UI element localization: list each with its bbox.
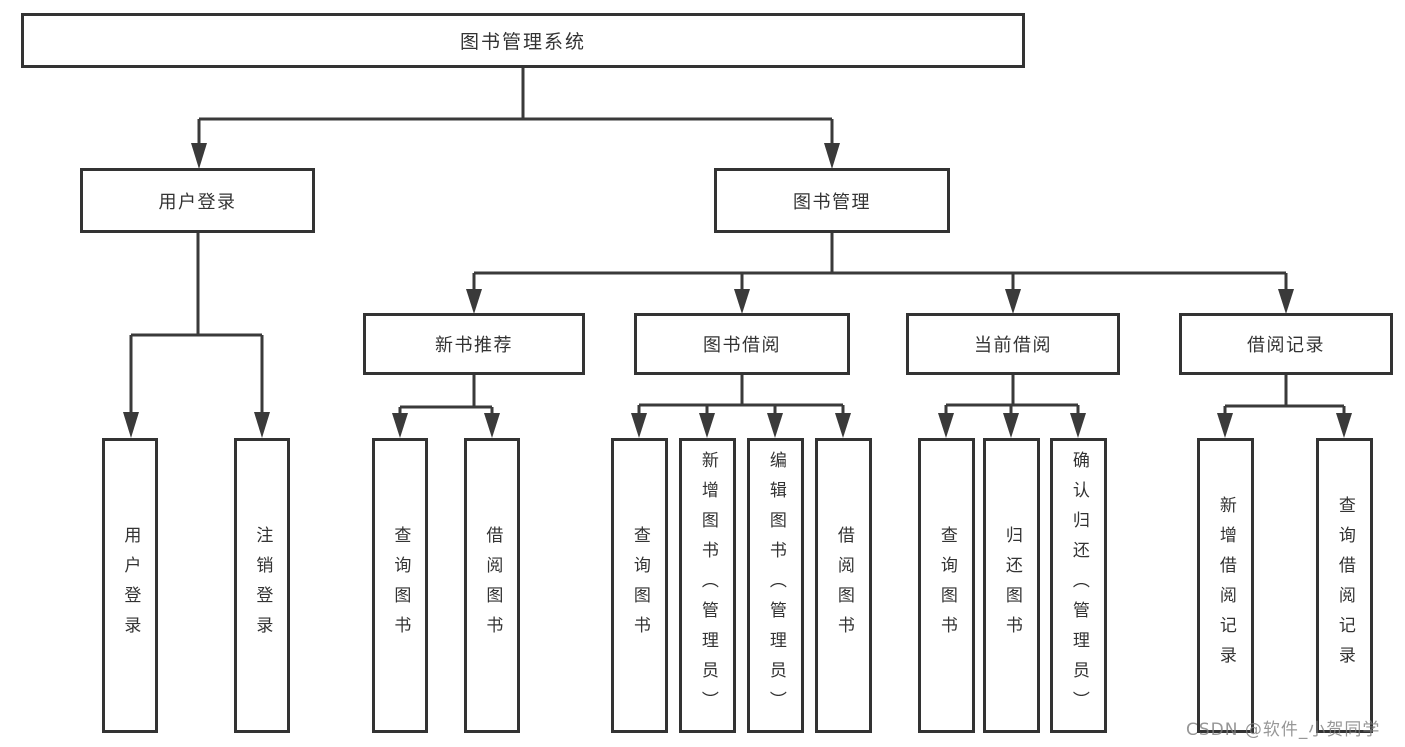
leaf-label: 借阅图书: [833, 525, 854, 646]
node-root-system: 图书管理系统: [21, 13, 1025, 68]
node-current-borrowing: 当前借阅: [906, 313, 1120, 375]
leaf-label: 查询借阅记录: [1334, 495, 1355, 676]
node-new-book-recommend: 新书推荐: [363, 313, 585, 375]
leaf-borrow-query-books: 查询图书: [611, 438, 668, 733]
leaf-label: 确认归还（管理员）: [1068, 450, 1089, 721]
leaf-newbook-borrow-books: 借阅图书: [464, 438, 520, 733]
leaf-borrow-add-books-admin: 新增图书（管理员）: [679, 438, 736, 733]
leaf-label: 编辑图书（管理员）: [765, 450, 786, 721]
leaf-label: 查询图书: [390, 525, 411, 646]
node-borrowing-records: 借阅记录: [1179, 313, 1393, 375]
node-label: 新书推荐: [435, 335, 513, 356]
leaf-current-confirm-return-admin: 确认归还（管理员）: [1050, 438, 1107, 733]
node-root-label: 图书管理系统: [459, 31, 586, 53]
leaf-label: 归还图书: [1001, 525, 1022, 646]
leaf-logout: 注销登录: [234, 438, 290, 733]
leaf-label: 借阅图书: [482, 525, 503, 646]
leaf-label: 查询图书: [629, 525, 650, 646]
leaf-records-query-record: 查询借阅记录: [1316, 438, 1373, 733]
node-label: 图书借阅: [703, 335, 781, 356]
node-label: 借阅记录: [1247, 335, 1325, 356]
node-label: 用户登录: [158, 191, 237, 213]
leaf-borrow-edit-books-admin: 编辑图书（管理员）: [747, 438, 804, 733]
leaf-label: 查询图书: [936, 525, 957, 646]
node-label: 图书管理: [793, 191, 871, 213]
leaf-user-login: 用户登录: [102, 438, 158, 733]
leaf-label: 新增借阅记录: [1215, 495, 1236, 676]
leaf-current-query-books: 查询图书: [918, 438, 975, 733]
node-book-management-branch: 图书管理: [714, 168, 950, 233]
node-book-borrowing: 图书借阅: [634, 313, 850, 375]
node-user-login-branch: 用户登录: [80, 168, 315, 233]
leaf-borrow-borrow-books: 借阅图书: [815, 438, 872, 733]
node-label: 当前借阅: [974, 335, 1052, 356]
csdn-watermark: CSDN @软件_小贺同学: [1186, 720, 1381, 740]
leaf-newbook-query-books: 查询图书: [372, 438, 428, 733]
leaf-label: 新增图书（管理员）: [697, 450, 718, 721]
leaf-label: 注销登录: [252, 525, 273, 646]
leaf-records-add-record: 新增借阅记录: [1197, 438, 1254, 733]
leaf-current-return-books: 归还图书: [983, 438, 1040, 733]
leaf-label: 用户登录: [120, 525, 141, 646]
